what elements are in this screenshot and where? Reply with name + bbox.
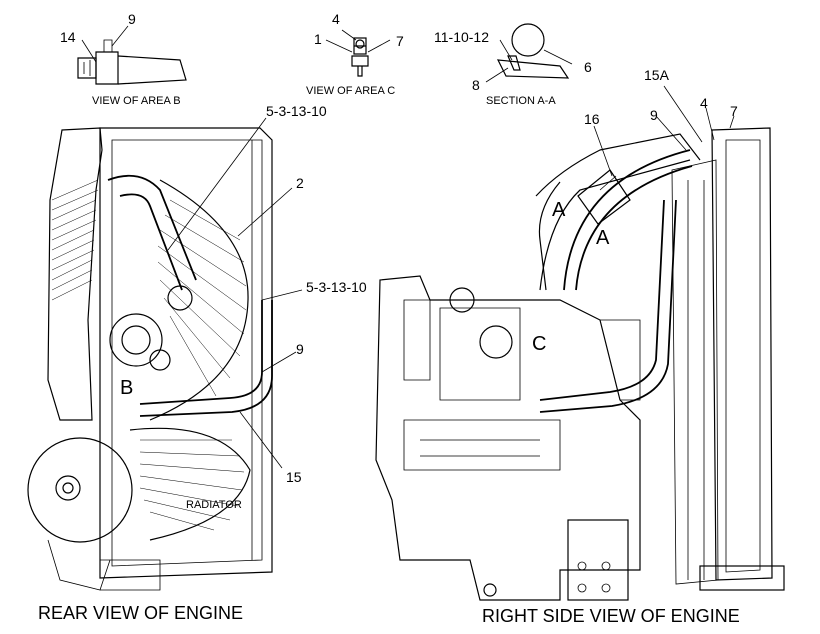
- letter-c: C: [532, 333, 546, 355]
- callout-s7: 7: [730, 103, 738, 119]
- callout-c4: 4: [332, 11, 340, 27]
- callout-s16: 16: [584, 111, 600, 127]
- right-side-view-engine: [375, 85, 785, 601]
- view-area-b-detail: [77, 25, 187, 85]
- view-area-b-caption: VIEW OF AREA B: [92, 95, 181, 107]
- radiator-label: RADIATOR: [186, 499, 242, 511]
- callout-s15a: 15A: [644, 67, 670, 83]
- letter-a-top: A: [552, 199, 566, 221]
- view-area-c-caption: VIEW OF AREA C: [306, 85, 395, 97]
- letter-b: B: [120, 377, 133, 399]
- letter-a-bottom: A: [596, 227, 610, 249]
- callout-rear-top: 5-3-13-10: [266, 103, 327, 119]
- callout-s4: 4: [700, 95, 708, 111]
- callout-r2: 2: [296, 175, 304, 191]
- callout-b9: 9: [128, 11, 136, 27]
- callout-s6: 6: [584, 59, 592, 75]
- callout-b14: 14: [60, 29, 76, 45]
- callout-r9: 9: [296, 341, 304, 357]
- view-area-c-detail: [325, 29, 391, 77]
- section-a-a-caption: SECTION A-A: [486, 95, 556, 107]
- rear-view-caption: REAR VIEW OF ENGINE: [38, 603, 243, 623]
- callout-s9: 9: [650, 107, 658, 123]
- rear-view-engine: [27, 117, 303, 591]
- callout-rear-mid: 5-3-13-10: [306, 279, 367, 295]
- section-a-a-detail: [485, 23, 573, 83]
- right-view-caption: RIGHT SIDE VIEW OF ENGINE: [482, 606, 740, 626]
- callout-section-top: 11-10-12: [434, 29, 489, 45]
- callout-c1: 1: [314, 31, 322, 47]
- callout-c7: 7: [396, 33, 404, 49]
- callout-r15: 15: [286, 469, 302, 485]
- callout-s8: 8: [472, 77, 480, 93]
